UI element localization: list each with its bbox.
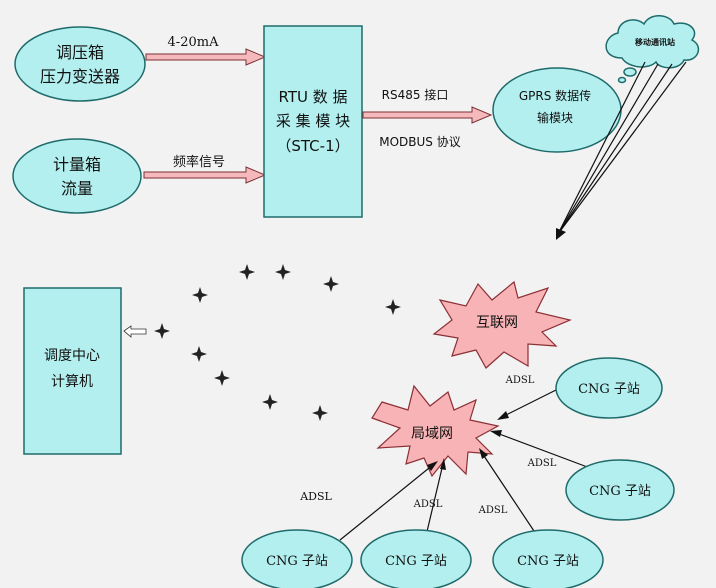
lan-label: 局域网 [411,426,453,442]
dispatch-input-arrow [123,325,147,338]
rtu-line1: RTU 数 据 [278,88,347,106]
internet-label: 互联网 [476,315,518,331]
freq-signal-arrow [143,166,267,184]
adsl-label-2: ADSL [527,458,557,469]
modbus-label: MODBUS 协议 [379,134,461,149]
rs485-label: RS485 接口 [382,87,449,102]
adsl-label-3: ADSL [299,490,332,503]
signal-arrowhead [556,228,566,240]
lan-burst: 局域网 [371,384,500,478]
dispatch-center-node: 调度中心 计算机 [23,287,122,455]
cng-station-1-label: CNG 子站 [578,382,640,397]
mobile-station-cloud: 移动通讯站 [605,15,700,84]
dispatch-line1: 调度中心 [44,348,100,364]
cng-station-4-label: CNG 子站 [385,554,447,569]
rtu-line3: （STC-1） [276,137,349,155]
cng-station-5: CNG 子站 [492,529,604,588]
gprs-line1: GPRS 数据传 [519,88,591,103]
current-signal-arrow [145,48,267,66]
rs485-arrow [362,106,493,124]
rtu-module-node: RTU 数 据 采 集 模 块 （STC-1） [263,25,363,218]
dispatch-line2: 计算机 [51,374,93,390]
flow-meter-line2: 流量 [61,179,93,198]
current-signal-label: 4-20mA [168,35,220,50]
rtu-line2: 采 集 模 块 [276,112,350,130]
cng-station-2-label: CNG 子站 [589,484,651,499]
wireless-signal-lines [556,61,687,240]
pressure-transmitter-line2: 压力变送器 [40,67,120,86]
adsl-label-4: ADSL [413,499,443,510]
adsl-label-1: ADSL [505,375,535,386]
internet-burst: 互联网 [432,280,572,369]
gprs-module-node: GPRS 数据传 输模块 [492,67,622,153]
adsl-links [339,389,591,541]
cng-station-5-label: CNG 子站 [517,554,579,569]
cng-station-1: CNG 子站 [555,357,663,419]
pressure-transmitter-node: 调压箱 压力变送器 [14,26,146,102]
gprs-line2: 输模块 [537,110,573,125]
pressure-transmitter-line1: 调压箱 [56,43,104,62]
cloud-label: 移动通讯站 [635,37,675,47]
flow-meter-line1: 计量箱 [53,155,101,174]
cng-station-4: CNG 子站 [360,529,472,588]
flow-meter-node: 计量箱 流量 [12,138,142,214]
cng-station-2: CNG 子站 [565,459,675,521]
cng-station-3: CNG 子站 [241,529,353,588]
cng-station-3-label: CNG 子站 [266,554,328,569]
adsl-label-5: ADSL [478,505,508,516]
wireless-stars [154,264,401,421]
freq-signal-label: 频率信号 [173,154,225,170]
